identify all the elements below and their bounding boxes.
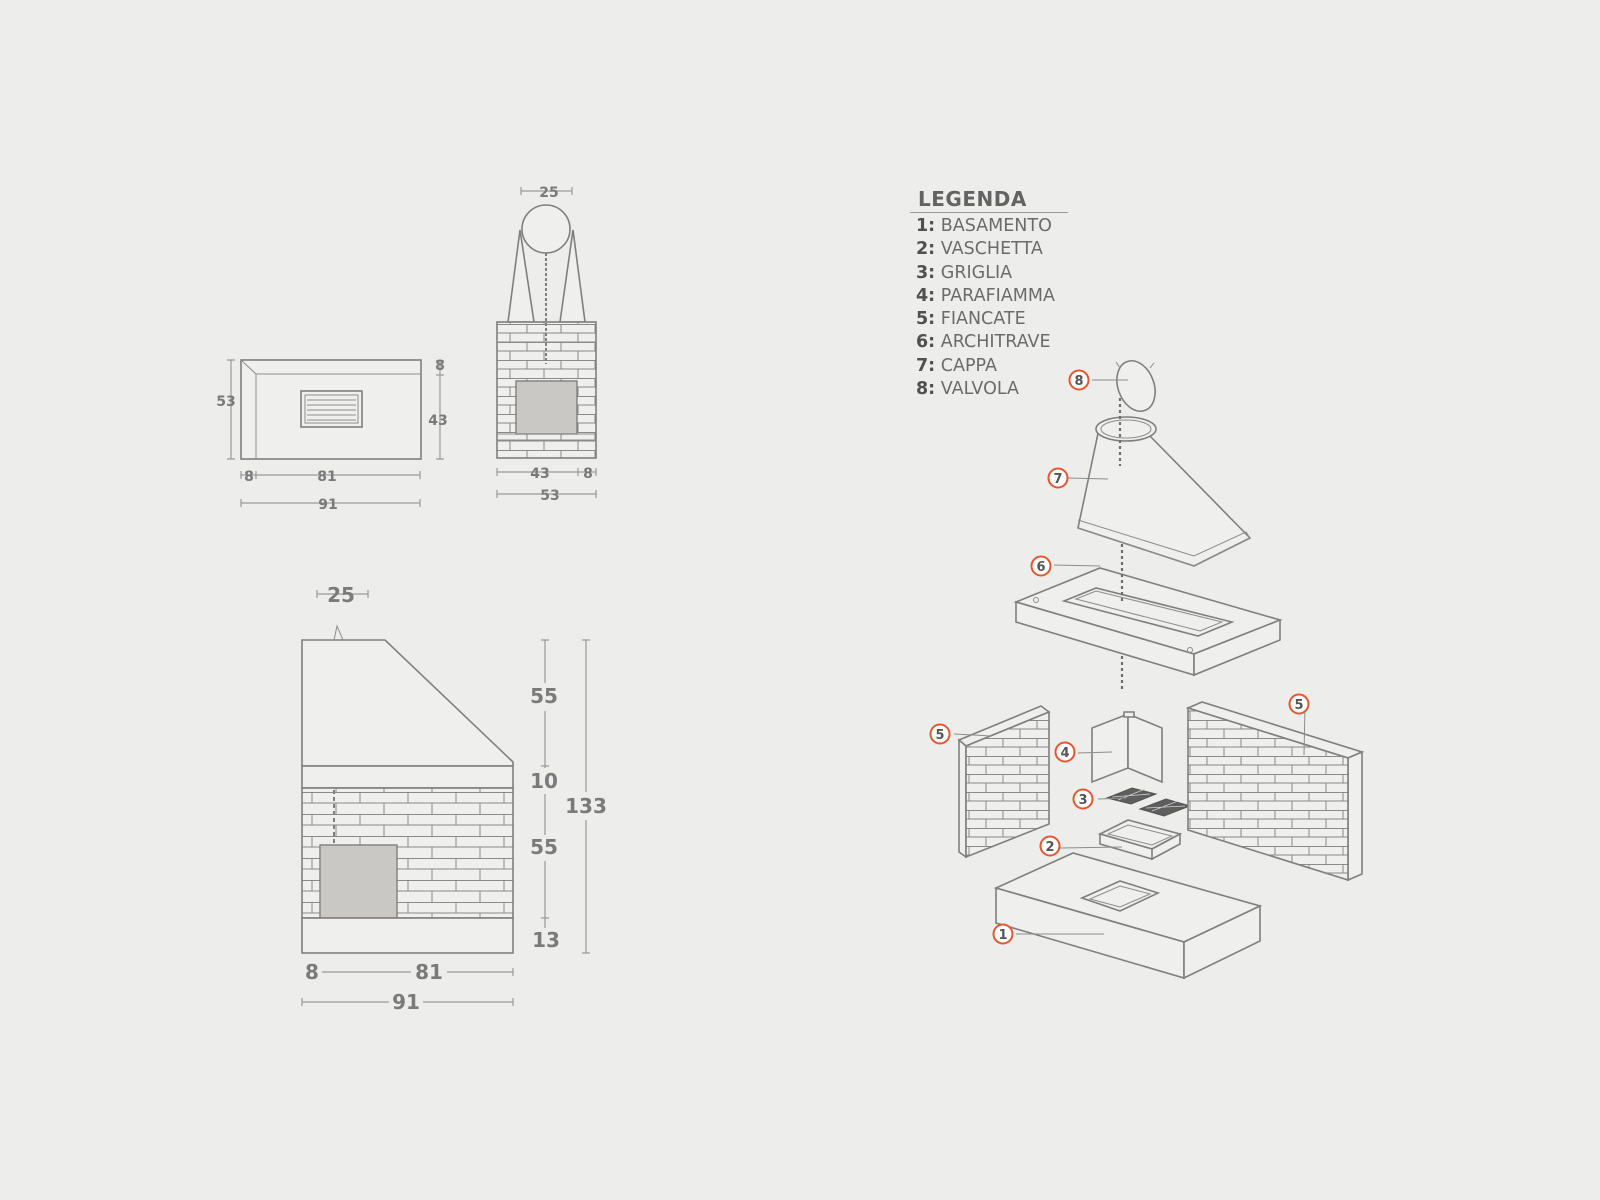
dim-label: 55: [530, 684, 558, 708]
callout-1: 1: [992, 923, 1014, 945]
legend-item: 2: VASCHETTA: [916, 239, 1043, 260]
front-view: 25 55 10 55 13 133 8 81 91: [300, 583, 608, 1014]
callout-6: 6: [1030, 555, 1052, 577]
dim-label: 81: [317, 469, 336, 485]
dim-label: 81: [415, 960, 443, 984]
callout-5-right: 5: [1288, 693, 1310, 715]
dim-label: 8: [244, 469, 254, 485]
callout-7: 7: [1047, 467, 1069, 489]
callout-2: 2: [1039, 835, 1061, 857]
legend-item: 3: GRIGLIA: [916, 262, 1013, 283]
front-view-hood: [301, 639, 514, 767]
side-view: 25 43 8 53: [496, 185, 597, 504]
dim-label: 25: [327, 583, 355, 607]
dim-label: 43: [530, 466, 549, 482]
front-view-firebox: [319, 844, 398, 919]
legend-title: LEGENDA: [918, 187, 1027, 211]
part-lintel: [1013, 567, 1283, 677]
exploded-view: 1 2 3 4 5 5 6 7 8: [929, 360, 1365, 980]
dim-label: 91: [392, 990, 420, 1014]
side-view-valve: [521, 204, 571, 254]
top-view-grille: [300, 390, 363, 428]
svg-text:5: 5: [1294, 698, 1303, 713]
callout-3: 3: [1072, 788, 1094, 810]
part-hood: [1077, 416, 1252, 567]
svg-text:6: 6: [1036, 560, 1045, 575]
dim-label: 10: [530, 769, 558, 793]
legend-item: 8: VALVOLA: [916, 379, 1019, 400]
legend-item: 1: BASAMENTO: [916, 216, 1052, 236]
part-valve: [1115, 360, 1156, 412]
dim-label: 55: [530, 835, 558, 859]
top-view: 53 8 43 8 81 91: [216, 358, 447, 513]
dim-label: 13: [532, 928, 560, 952]
svg-text:5: 5: [935, 728, 944, 743]
callout-8: 8: [1068, 369, 1090, 391]
part-tray: [1097, 819, 1183, 861]
svg-text:3: 3: [1078, 793, 1087, 808]
part-side-wall-right: [1185, 701, 1365, 882]
dim-label: 8: [305, 960, 319, 984]
chain: [1118, 398, 1124, 690]
dim-label: 133: [565, 794, 607, 818]
dim-label: 53: [216, 394, 235, 410]
legend-item: 5: FIANCATE: [916, 309, 1026, 330]
callout-4: 4: [1054, 741, 1076, 763]
part-flame-guard: [1091, 711, 1163, 784]
dim-label: 43: [428, 413, 447, 429]
legend-list: 1: BASAMENTO 2: VASCHETTA 3: GRIGLIA 4: …: [916, 215, 1055, 401]
side-view-firebox: [515, 380, 578, 435]
top-view-inner-edge: [240, 359, 421, 459]
callout-leaders: [953, 379, 1306, 935]
callout-5-left: 5: [929, 723, 951, 745]
svg-text:4: 4: [1060, 746, 1069, 761]
part-grill: [1105, 787, 1192, 817]
front-view-lintel: [301, 765, 514, 789]
front-view-valve-handle: [333, 624, 344, 641]
part-side-wall-left: [957, 705, 1051, 859]
dim-label: 25: [539, 185, 558, 201]
legend-divider: [910, 212, 1068, 213]
dim-label: 8: [435, 358, 445, 374]
dim-label: 53: [540, 488, 559, 504]
front-view-base: [301, 917, 514, 954]
dim-label: 91: [318, 497, 337, 513]
legend-item: 7: CAPPA: [916, 355, 997, 376]
legend-item: 6: ARCHITRAVE: [916, 332, 1051, 353]
svg-text:8: 8: [1074, 374, 1083, 389]
svg-text:1: 1: [998, 928, 1007, 943]
part-base: [993, 852, 1263, 980]
svg-text:7: 7: [1053, 472, 1062, 487]
svg-text:2: 2: [1045, 840, 1054, 855]
dim-label: 8: [583, 466, 593, 482]
legend-item: 4: PARAFIAMMA: [916, 285, 1055, 306]
